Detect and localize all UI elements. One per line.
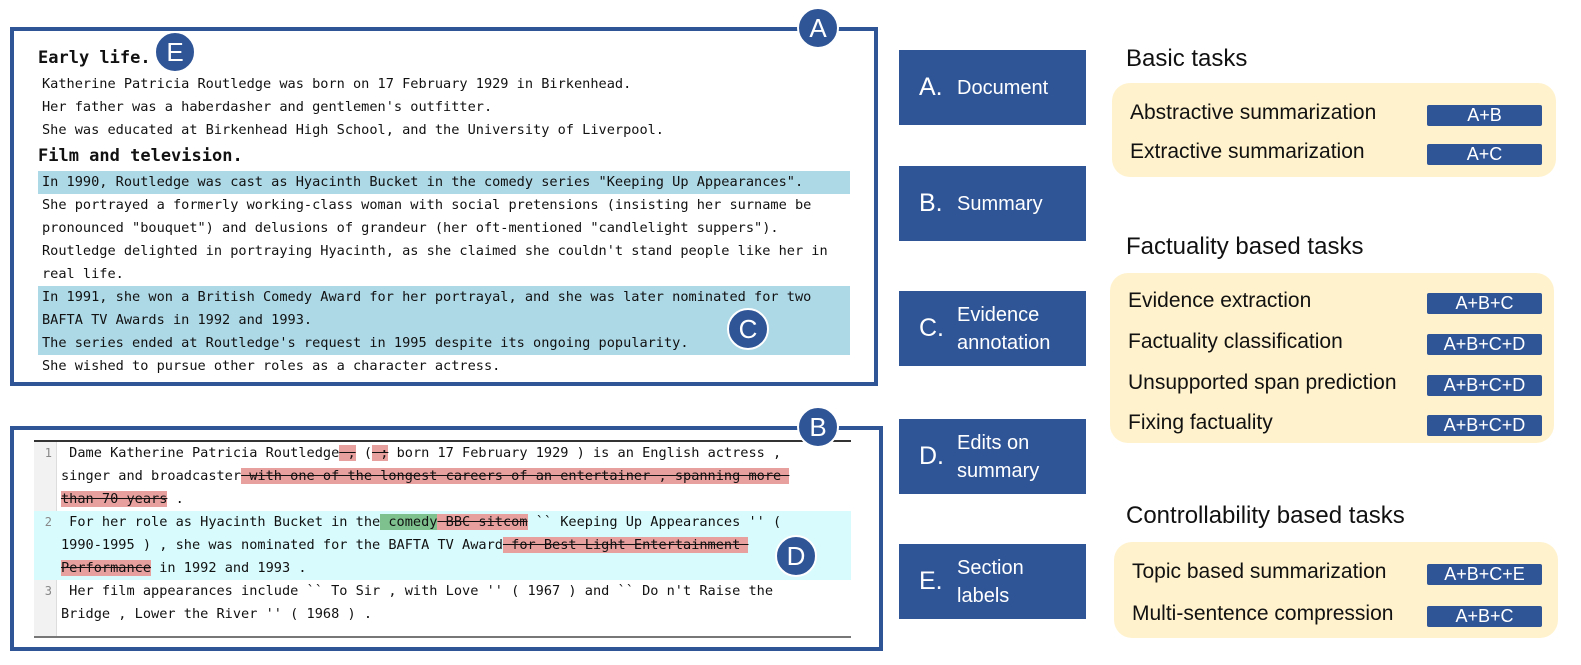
- legend-letter: E.: [919, 567, 943, 595]
- legend-label: Edits on summary: [957, 431, 1040, 482]
- group-title-controllability: Controllability based tasks: [1126, 502, 1405, 529]
- task-row: Abstractive summarization A+B: [1130, 101, 1542, 127]
- summary-sentence-2: 2 For her role as Hyacinth Bucket in the…: [34, 511, 851, 580]
- evidence-sentence: In 1990, Routledge was cast as Hyacinth …: [38, 171, 850, 194]
- evidence-sentence: The series ended at Routledge's request …: [38, 332, 850, 355]
- line-number: 1: [44, 446, 52, 460]
- summary-sentence-1: 1 Dame Katherine Patricia Routledge , ( …: [34, 442, 851, 511]
- task-name: Multi-sentence compression: [1132, 602, 1394, 625]
- task-row: Extractive summarization A+C: [1130, 140, 1542, 166]
- document-sentence: She was educated at Birkenhead High Scho…: [42, 122, 664, 138]
- section-label-film-television: Film and television.: [38, 146, 243, 166]
- document-sentence: Katherine Patricia Routledge was born on…: [42, 76, 632, 92]
- deleted-span: Performance: [61, 560, 152, 576]
- legend-letter: A.: [919, 73, 943, 101]
- task-name: Extractive summarization: [1130, 140, 1365, 163]
- legend-section-labels: E. Section labels: [899, 544, 1086, 619]
- badge-c: C: [727, 308, 769, 350]
- deleted-span: with one of the longest careers of an en…: [241, 468, 790, 484]
- task-name: Factuality classification: [1128, 330, 1343, 353]
- task-name: Evidence extraction: [1128, 289, 1312, 312]
- task-row: Topic based summarization A+B+C+E: [1132, 560, 1544, 586]
- document-sentence: Routledge delighted in portraying Hyacin…: [42, 243, 828, 259]
- inserted-span: comedy: [380, 514, 438, 530]
- summary-text: (: [355, 445, 373, 461]
- task-inputs-tag: A+B+C: [1427, 293, 1542, 314]
- legend-label: Evidence annotation: [957, 303, 1051, 354]
- summary-text: 1990-1995 ) , she was nominated for the …: [61, 537, 503, 553]
- task-row: Factuality classification A+B+C+D: [1128, 330, 1542, 356]
- legend-label: Section labels: [957, 556, 1024, 607]
- document-panel: Early life. Katherine Patricia Routledge…: [10, 27, 878, 386]
- task-row: Multi-sentence compression A+B+C: [1132, 602, 1544, 628]
- task-inputs-tag: A+B+C+D: [1427, 334, 1542, 355]
- summary-text: Dame Katherine Patricia Routledge: [61, 445, 340, 461]
- summary-text: in 1992 and 1993 .: [151, 560, 307, 576]
- legend-label: Summary: [957, 192, 1043, 215]
- legend-evidence-annotation: C. Evidence annotation: [899, 291, 1086, 366]
- task-inputs-tag: A+B+C: [1427, 606, 1542, 627]
- task-group-controllability: Topic based summarization A+B+C+E Multi-…: [1114, 542, 1558, 638]
- legend-letter: B.: [919, 189, 943, 217]
- task-row: Unsupported span prediction A+B+C+D: [1128, 371, 1542, 397]
- document-sentence: She portrayed a formerly working-class w…: [42, 197, 812, 213]
- summary-panel: 1 Dame Katherine Patricia Routledge , ( …: [10, 426, 883, 651]
- group-title-factuality: Factuality based tasks: [1126, 233, 1364, 260]
- badge-d: D: [775, 535, 817, 577]
- deleted-span: ,: [339, 445, 356, 461]
- summary-text: born 17 February 1929 ) is an English ac…: [388, 445, 782, 461]
- summary-text: .: [167, 491, 184, 507]
- summary-text: `` Keeping Up Appearances '' (: [527, 514, 782, 530]
- legend-letter: C.: [919, 314, 944, 342]
- task-group-factuality: Evidence extraction A+B+C Factuality cla…: [1110, 273, 1554, 443]
- document-sentence: pronounced "bouquet") and delusions of g…: [42, 220, 779, 236]
- task-name: Abstractive summarization: [1130, 101, 1377, 124]
- badge-b: B: [797, 406, 839, 448]
- task-row: Evidence extraction A+B+C: [1128, 289, 1542, 315]
- document-sentence: real life.: [42, 266, 124, 282]
- task-name: Topic based summarization: [1132, 560, 1387, 583]
- badge-a: A: [797, 7, 839, 49]
- task-inputs-tag: A+C: [1427, 144, 1542, 165]
- legend-document: A. Document: [899, 50, 1086, 125]
- task-inputs-tag: A+B: [1427, 105, 1542, 126]
- task-name: Fixing factuality: [1128, 411, 1273, 434]
- task-inputs-tag: A+B+C+E: [1427, 564, 1542, 585]
- summary-text: Bridge , Lower the River '' ( 1968 ) .: [61, 606, 372, 622]
- evidence-sentence: In 1991, she won a British Comedy Award …: [38, 286, 850, 309]
- deleted-span: ;: [372, 445, 389, 461]
- summary-text: singer and broadcaster: [61, 468, 242, 484]
- task-group-basic: Abstractive summarization A+B Extractive…: [1112, 83, 1556, 177]
- document-sentence: Her father was a haberdasher and gentlem…: [42, 99, 493, 115]
- task-inputs-tag: A+B+C+D: [1427, 375, 1542, 396]
- task-inputs-tag: A+B+C+D: [1427, 415, 1542, 436]
- evidence-sentence: BAFTA TV Awards in 1992 and 1993.: [38, 309, 850, 332]
- line-number: 2: [44, 515, 52, 529]
- section-label-early-life: Early life.: [38, 48, 151, 68]
- legend-edits-on-summary: D. Edits on summary: [899, 419, 1086, 494]
- summary-sentence-3: 3 Her film appearances include `` To Sir…: [34, 580, 851, 626]
- task-row: Fixing factuality A+B+C+D: [1128, 411, 1542, 437]
- deleted-span: for Best Light Entertainment: [502, 537, 749, 553]
- deleted-span: BBC sitcom: [437, 514, 528, 530]
- legend-summary: B. Summary: [899, 166, 1086, 241]
- deleted-span: than 70 years: [61, 491, 168, 507]
- group-title-basic: Basic tasks: [1126, 45, 1248, 72]
- summary-text: Her film appearances include `` To Sir ,…: [61, 583, 774, 599]
- task-name: Unsupported span prediction: [1128, 371, 1397, 394]
- legend-label: Document: [957, 76, 1049, 99]
- document-sentence: She wished to pursue other roles as a ch…: [42, 358, 501, 374]
- line-number: 3: [44, 584, 52, 598]
- legend-letter: D.: [919, 442, 944, 470]
- summary-editor: 1 Dame Katherine Patricia Routledge , ( …: [34, 440, 851, 638]
- summary-text: For her role as Hyacinth Bucket in the: [61, 514, 381, 530]
- badge-e: E: [154, 31, 196, 73]
